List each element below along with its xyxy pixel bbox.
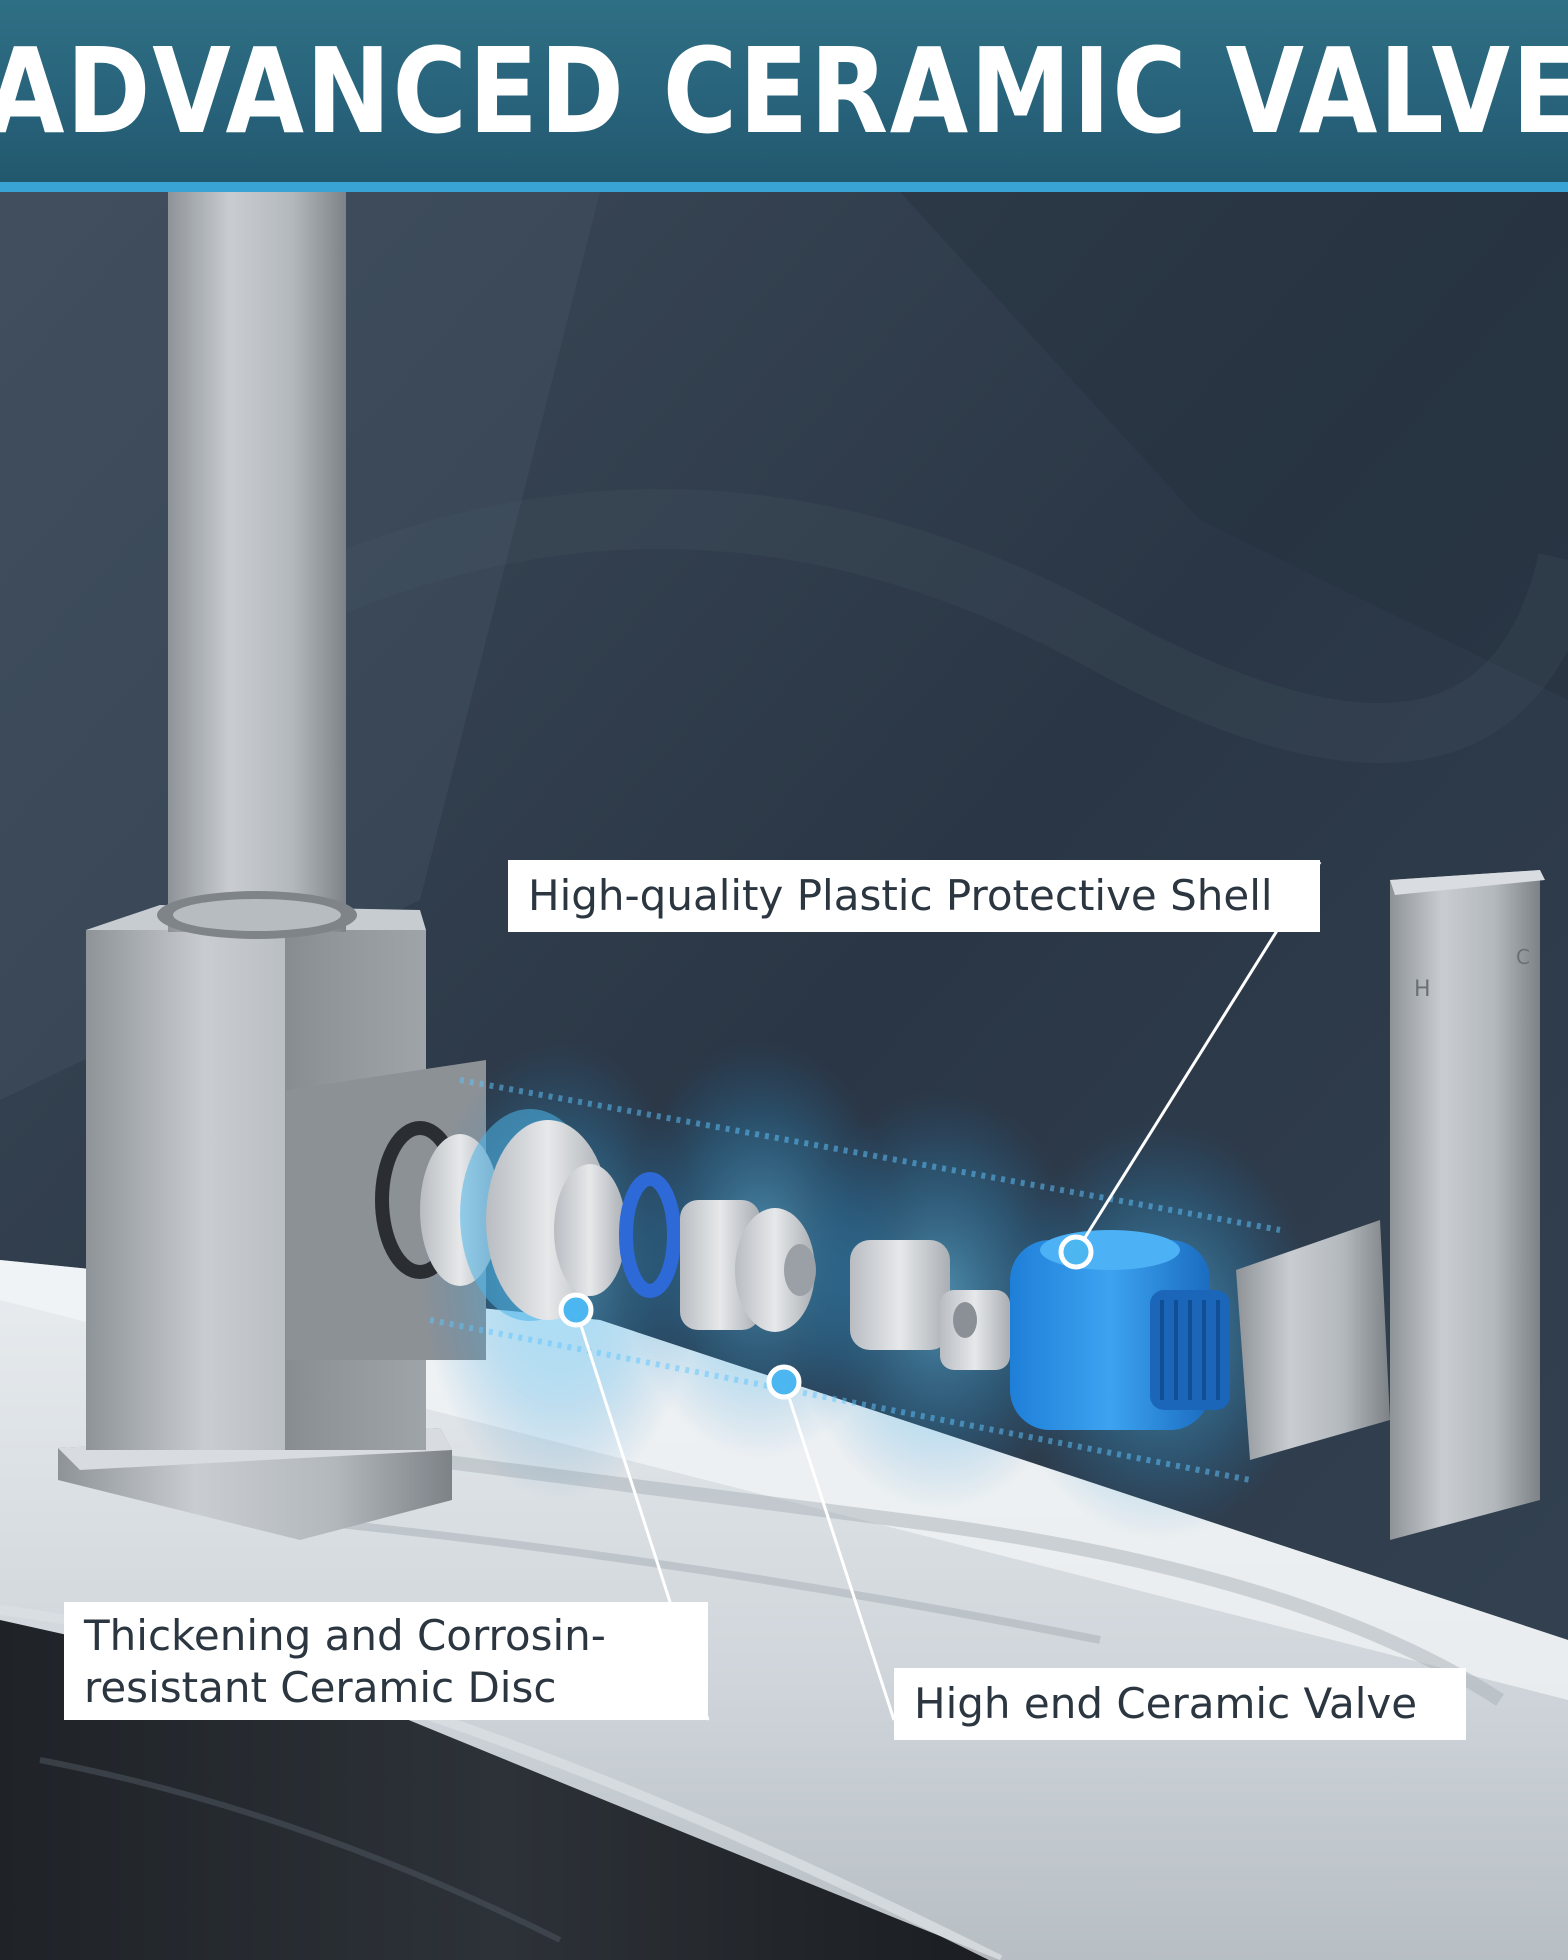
header-banner: ADVANCED CERAMIC VALVE: [0, 0, 1568, 182]
callout-ceramic-disc: Thickening and Corrosin- resistant Ceram…: [64, 1602, 708, 1720]
cold-mark: C: [1516, 945, 1530, 969]
exploded-valve-parts: [375, 1109, 1010, 1370]
callout-ceramic-valve: High end Ceramic Valve: [894, 1668, 1466, 1740]
callout-disc-line1: Thickening and Corrosin-: [84, 1611, 606, 1660]
callout-disc-line2: resistant Ceramic Disc: [84, 1663, 557, 1712]
blue-cartridge: [1010, 1230, 1230, 1430]
hot-mark: H: [1414, 977, 1431, 1002]
callout-dots: [558, 1234, 1094, 1400]
page-title: ADVANCED CERAMIC VALVE: [0, 22, 1568, 160]
callout-shell-text: High-quality Plastic Protective Shell: [528, 871, 1273, 920]
faucet-spout: [168, 192, 346, 932]
header-accent-bar: [0, 182, 1568, 192]
faucet-handle: H C: [1236, 870, 1545, 1540]
callout-protective-shell: High-quality Plastic Protective Shell: [508, 860, 1320, 932]
callout-valve-text: High end Ceramic Valve: [914, 1679, 1418, 1728]
